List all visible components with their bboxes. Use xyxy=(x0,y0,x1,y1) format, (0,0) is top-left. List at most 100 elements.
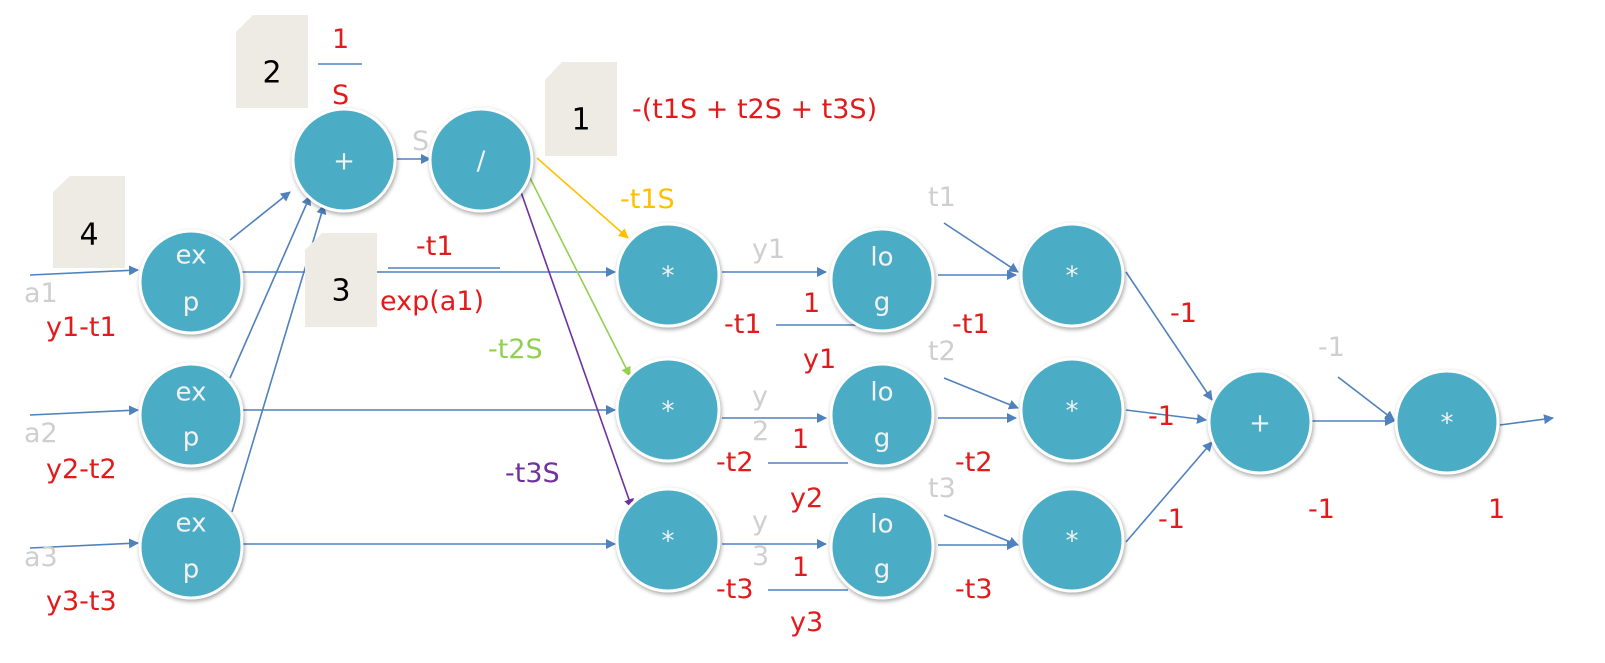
grad-log3: -t3 xyxy=(955,574,993,605)
edge-a3-exp3 xyxy=(29,538,139,549)
node-div-label: / xyxy=(477,147,486,177)
label-t1: t1 xyxy=(928,182,956,213)
edge-div-mul1 xyxy=(536,157,629,239)
grad-y1-t1: y1-t1 xyxy=(46,312,117,343)
label-t3: t3 xyxy=(928,473,956,504)
node-mul3-label: * xyxy=(662,527,675,557)
label-y2-top: y xyxy=(752,381,768,412)
grad-final-sum: -1 xyxy=(1308,494,1335,525)
grad-y3-t3: y3-t3 xyxy=(46,586,117,617)
grad-exp-den: exp(a1) xyxy=(380,286,484,317)
grad-log1: -t1 xyxy=(952,309,990,340)
label-a3: a3 xyxy=(24,542,58,573)
node-tmul2-label: * xyxy=(1066,397,1079,427)
note-4: 4 xyxy=(53,176,125,268)
node-mul2-label: * xyxy=(662,397,675,427)
node-sum: + xyxy=(291,107,397,213)
node-log2-bottom: g xyxy=(874,424,891,454)
node-exp1: ex p xyxy=(138,229,244,335)
node-final-mul: * xyxy=(1394,369,1500,475)
node-log2: lo g xyxy=(829,362,935,468)
edge-t3-tmul3 xyxy=(943,514,1019,547)
label-a1: a1 xyxy=(24,278,58,309)
edge-t2-tmul2 xyxy=(943,377,1019,410)
node-tmul1-label: * xyxy=(1066,262,1079,292)
node-log2-top: lo xyxy=(870,378,893,408)
grad-sum-expr: -(t1S + t2S + t3S) xyxy=(632,94,877,125)
grad-t3S: -t3S xyxy=(505,458,560,489)
grad-exp-num: -t1 xyxy=(416,231,454,262)
node-mul1: * xyxy=(615,222,721,328)
node-tmul3: * xyxy=(1019,487,1125,593)
edge-a1-exp1 xyxy=(29,265,139,276)
edge-exp2-sum xyxy=(229,195,311,379)
node-final-sum-label: + xyxy=(1249,409,1271,439)
grad-t1S: -t1S xyxy=(620,184,675,215)
node-log3: lo g xyxy=(829,494,935,600)
grad-tmul1: -1 xyxy=(1170,298,1197,329)
note-3: 3 xyxy=(305,233,377,327)
note-1: 1 xyxy=(545,62,617,156)
note-2-text: 2 xyxy=(262,56,281,91)
fraction-lines xyxy=(318,63,856,591)
grad-tmul2: -1 xyxy=(1148,401,1175,432)
label-y1: y1 xyxy=(752,234,785,265)
grad-one-over-s-den: S xyxy=(332,80,349,111)
node-log1-bottom: g xyxy=(874,288,891,318)
node-exp2: ex p xyxy=(138,362,244,468)
edge-tmul2-fsum xyxy=(1125,409,1207,424)
forward-labels: a1 a2 a3 S y1 y 2 y 3 t1 t2 t3 -1 xyxy=(24,126,1345,573)
grad-tmul3: -1 xyxy=(1158,504,1185,535)
node-log1: lo g xyxy=(829,227,935,333)
grad-frac3-num: 1 xyxy=(792,552,809,583)
node-log3-bottom: g xyxy=(874,555,891,585)
label-neg1: -1 xyxy=(1318,332,1345,363)
node-mul3: * xyxy=(615,487,721,593)
node-log3-top: lo xyxy=(870,510,893,540)
grad-mul1: -t1 xyxy=(724,309,762,340)
node-exp1-bottom: p xyxy=(183,288,200,318)
label-y3-top: y xyxy=(752,506,768,537)
node-exp2-bottom: p xyxy=(183,423,200,453)
grad-one-over-s-num: 1 xyxy=(332,24,349,55)
node-final-sum: + xyxy=(1207,369,1313,475)
backward-labels: y1-t1 y2-t2 y3-t3 1 S -(t1S + t2S + t3S)… xyxy=(46,24,1505,638)
edge-exp1-sum xyxy=(229,191,291,241)
grad-t2S: -t2S xyxy=(488,334,543,365)
grad-frac2-den: y2 xyxy=(790,483,823,514)
node-exp1-top: ex xyxy=(176,241,207,271)
node-exp3: ex p xyxy=(138,494,244,600)
node-exp3-bottom: p xyxy=(183,555,200,585)
node-exp3-top: ex xyxy=(176,509,207,539)
node-sum-label: + xyxy=(333,147,355,177)
note-4-text: 4 xyxy=(79,218,98,253)
node-div: / xyxy=(428,107,534,213)
node-tmul2: * xyxy=(1019,357,1125,463)
edge-output xyxy=(1499,414,1554,426)
edge-tmul3-fsum xyxy=(1125,441,1213,543)
edges xyxy=(29,154,1554,550)
node-final-mul-label: * xyxy=(1441,409,1454,439)
note-1-text: 1 xyxy=(571,103,590,138)
node-mul1-label: * xyxy=(662,262,675,292)
grad-y2-t2: y2-t2 xyxy=(46,454,117,485)
grad-frac1-num: 1 xyxy=(803,288,820,319)
node-mul2: * xyxy=(615,357,721,463)
note-2: 2 xyxy=(236,15,308,108)
label-y3-bottom: 3 xyxy=(752,541,769,572)
label-a2: a2 xyxy=(24,418,58,449)
node-tmul1: * xyxy=(1019,222,1125,328)
grad-mul2: -t2 xyxy=(716,447,754,478)
edge-div-mul2 xyxy=(526,171,631,377)
label-y2-bottom: 2 xyxy=(752,416,769,447)
note-3-text: 3 xyxy=(331,274,350,309)
node-log1-top: lo xyxy=(870,243,893,273)
label-t2: t2 xyxy=(928,336,956,367)
grad-mul3: -t3 xyxy=(716,574,754,605)
label-S: S xyxy=(412,126,429,157)
edge-a2-exp2 xyxy=(29,405,139,416)
grad-log2: -t2 xyxy=(955,447,993,478)
node-tmul3-label: * xyxy=(1066,527,1079,557)
grad-frac3-den: y3 xyxy=(790,607,823,638)
